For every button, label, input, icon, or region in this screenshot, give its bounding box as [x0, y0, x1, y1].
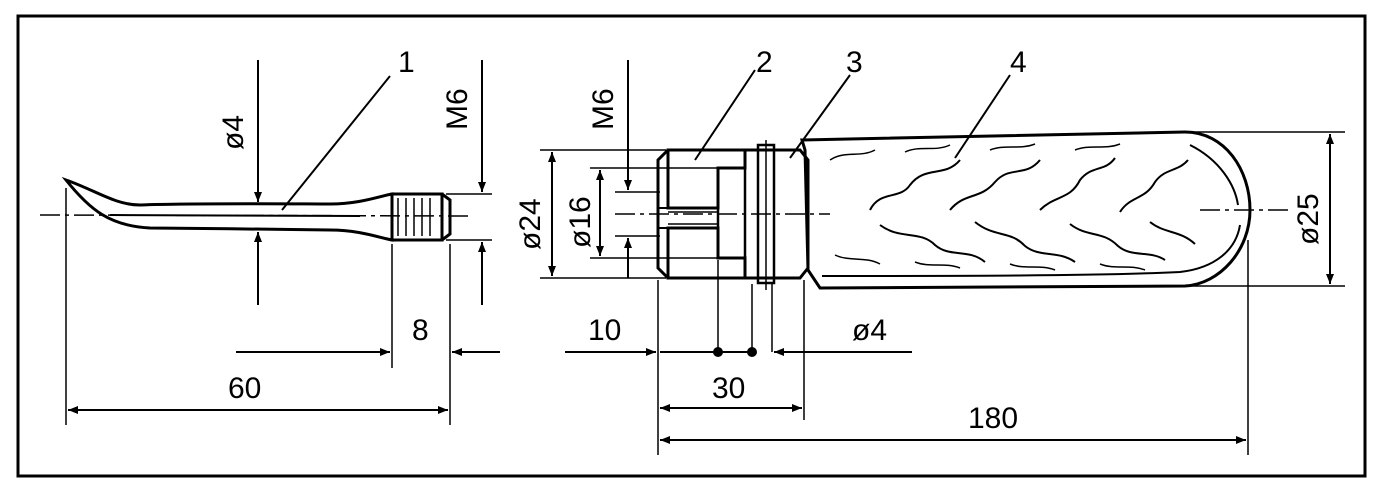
dim-length-60: 60	[228, 372, 261, 405]
callout-3: 3	[846, 46, 863, 79]
callout-2: 2	[756, 46, 773, 79]
dim-diameter-24: ø24	[514, 198, 547, 250]
dim-diameter-25: ø25	[1292, 193, 1325, 245]
handle-assembly	[615, 130, 1290, 290]
dim-m6-tip: M6	[441, 88, 474, 130]
drawing-frame	[16, 14, 1367, 478]
dim-diameter-4-pin: ø4	[852, 314, 887, 347]
dim-length-8: 8	[412, 314, 429, 347]
callout-1: 1	[398, 46, 415, 79]
dim-diameter-16: ø16	[564, 196, 597, 248]
dim-length-30: 30	[712, 372, 745, 405]
dim-length-10: 10	[588, 314, 621, 347]
dim-m6-handle: M6	[587, 88, 620, 130]
awl-blade-part	[39, 176, 471, 242]
dim-diameter-4-tip: ø4	[217, 115, 250, 150]
dim-length-180: 180	[968, 402, 1018, 435]
callout-4: 4	[1010, 46, 1027, 79]
